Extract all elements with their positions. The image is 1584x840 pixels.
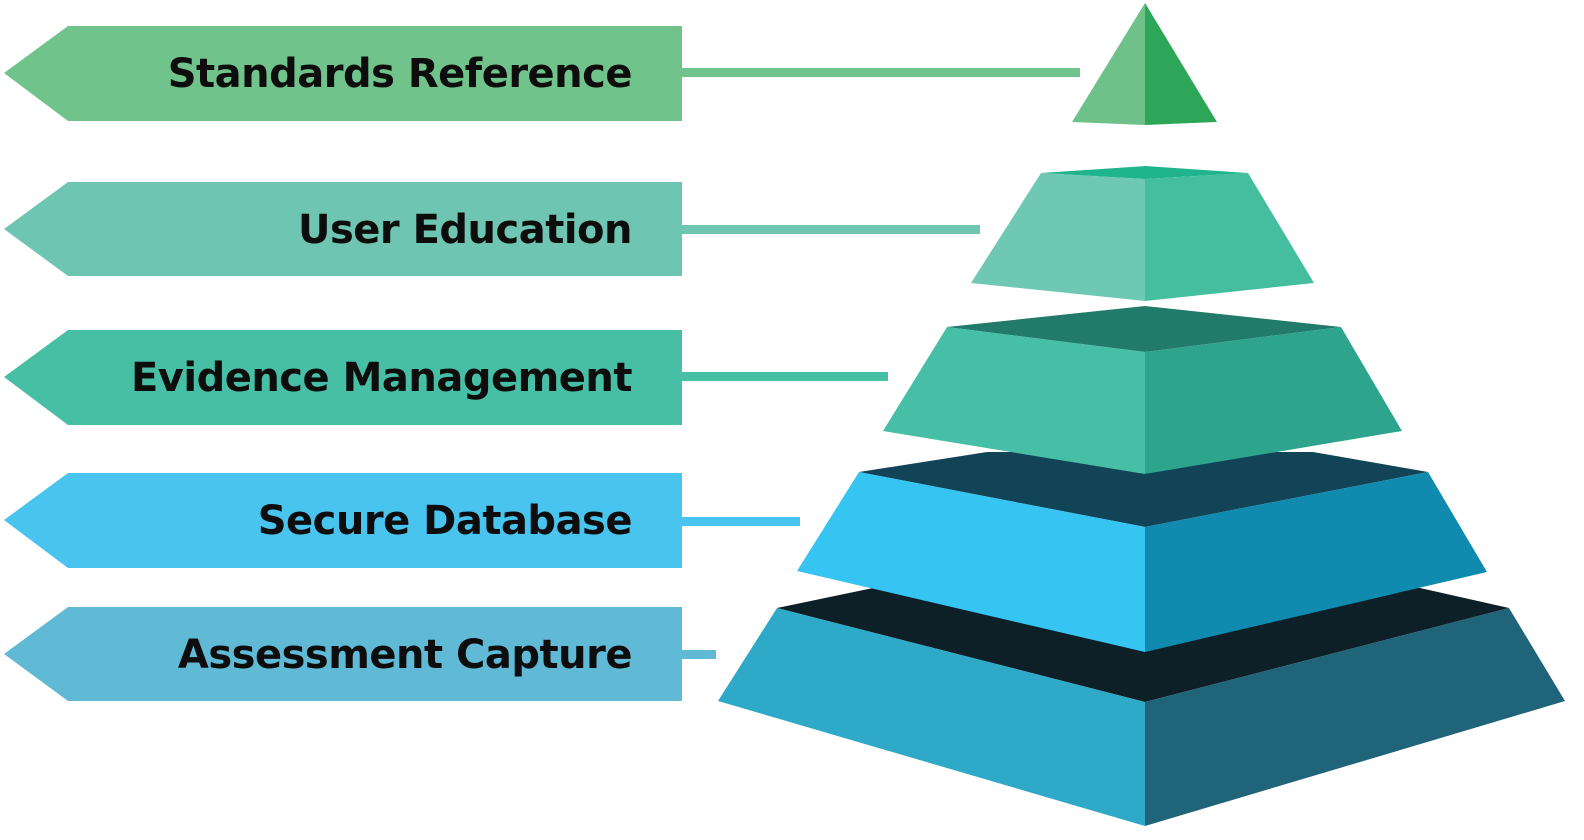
level-label-evidence-management: Evidence Management bbox=[131, 355, 632, 401]
level-assessment-capture: Assessment Capture bbox=[4, 607, 682, 701]
label-arrow-standards-reference bbox=[4, 26, 682, 121]
tier-4-right-face bbox=[1145, 472, 1487, 652]
pyramid-tier-1 bbox=[1072, 3, 1217, 125]
level-label-standards-reference: Standards Reference bbox=[168, 51, 632, 97]
tier-4-left-face bbox=[797, 472, 1145, 652]
tier-4-top-face bbox=[859, 452, 1428, 527]
connector-lines bbox=[682, 68, 1080, 659]
connector-line-secure-database bbox=[682, 517, 800, 526]
level-user-education: User Education bbox=[4, 182, 682, 276]
tier-5-right-face bbox=[1145, 608, 1565, 826]
tier-1-left-face bbox=[1072, 3, 1145, 125]
tier-2-left-face bbox=[971, 173, 1145, 301]
tier-1-right-face bbox=[1145, 3, 1217, 125]
level-label-secure-database: Secure Database bbox=[258, 498, 632, 544]
label-arrow-user-education bbox=[4, 182, 682, 276]
connector-line-user-education bbox=[682, 225, 980, 234]
label-arrow-evidence-management bbox=[4, 330, 682, 425]
pyramid-tier-2 bbox=[971, 166, 1314, 301]
level-label-assessment-capture: Assessment Capture bbox=[178, 632, 632, 678]
tier-2-top-face bbox=[1041, 166, 1248, 179]
level-evidence-management: Evidence Management bbox=[4, 330, 682, 425]
connector-line-evidence-management bbox=[682, 372, 888, 381]
tier-3-right-face bbox=[1145, 327, 1402, 474]
pyramid-tier-3 bbox=[883, 306, 1402, 474]
connector-line-standards-reference bbox=[682, 68, 1080, 77]
tier-3-left-face bbox=[883, 327, 1145, 474]
connector-line-assessment-capture bbox=[682, 650, 716, 659]
pyramid-tier-4 bbox=[797, 452, 1487, 652]
level-label-user-education: User Education bbox=[298, 207, 632, 253]
tier-3-top-face bbox=[947, 306, 1341, 352]
label-arrow-assessment-capture bbox=[4, 607, 682, 701]
level-standards-reference: Standards Reference bbox=[4, 26, 682, 121]
tier-5-left-face bbox=[718, 608, 1145, 826]
label-arrow-secure-database bbox=[4, 473, 682, 568]
level-secure-database: Secure Database bbox=[4, 473, 682, 568]
tier-2-right-face bbox=[1145, 173, 1314, 301]
